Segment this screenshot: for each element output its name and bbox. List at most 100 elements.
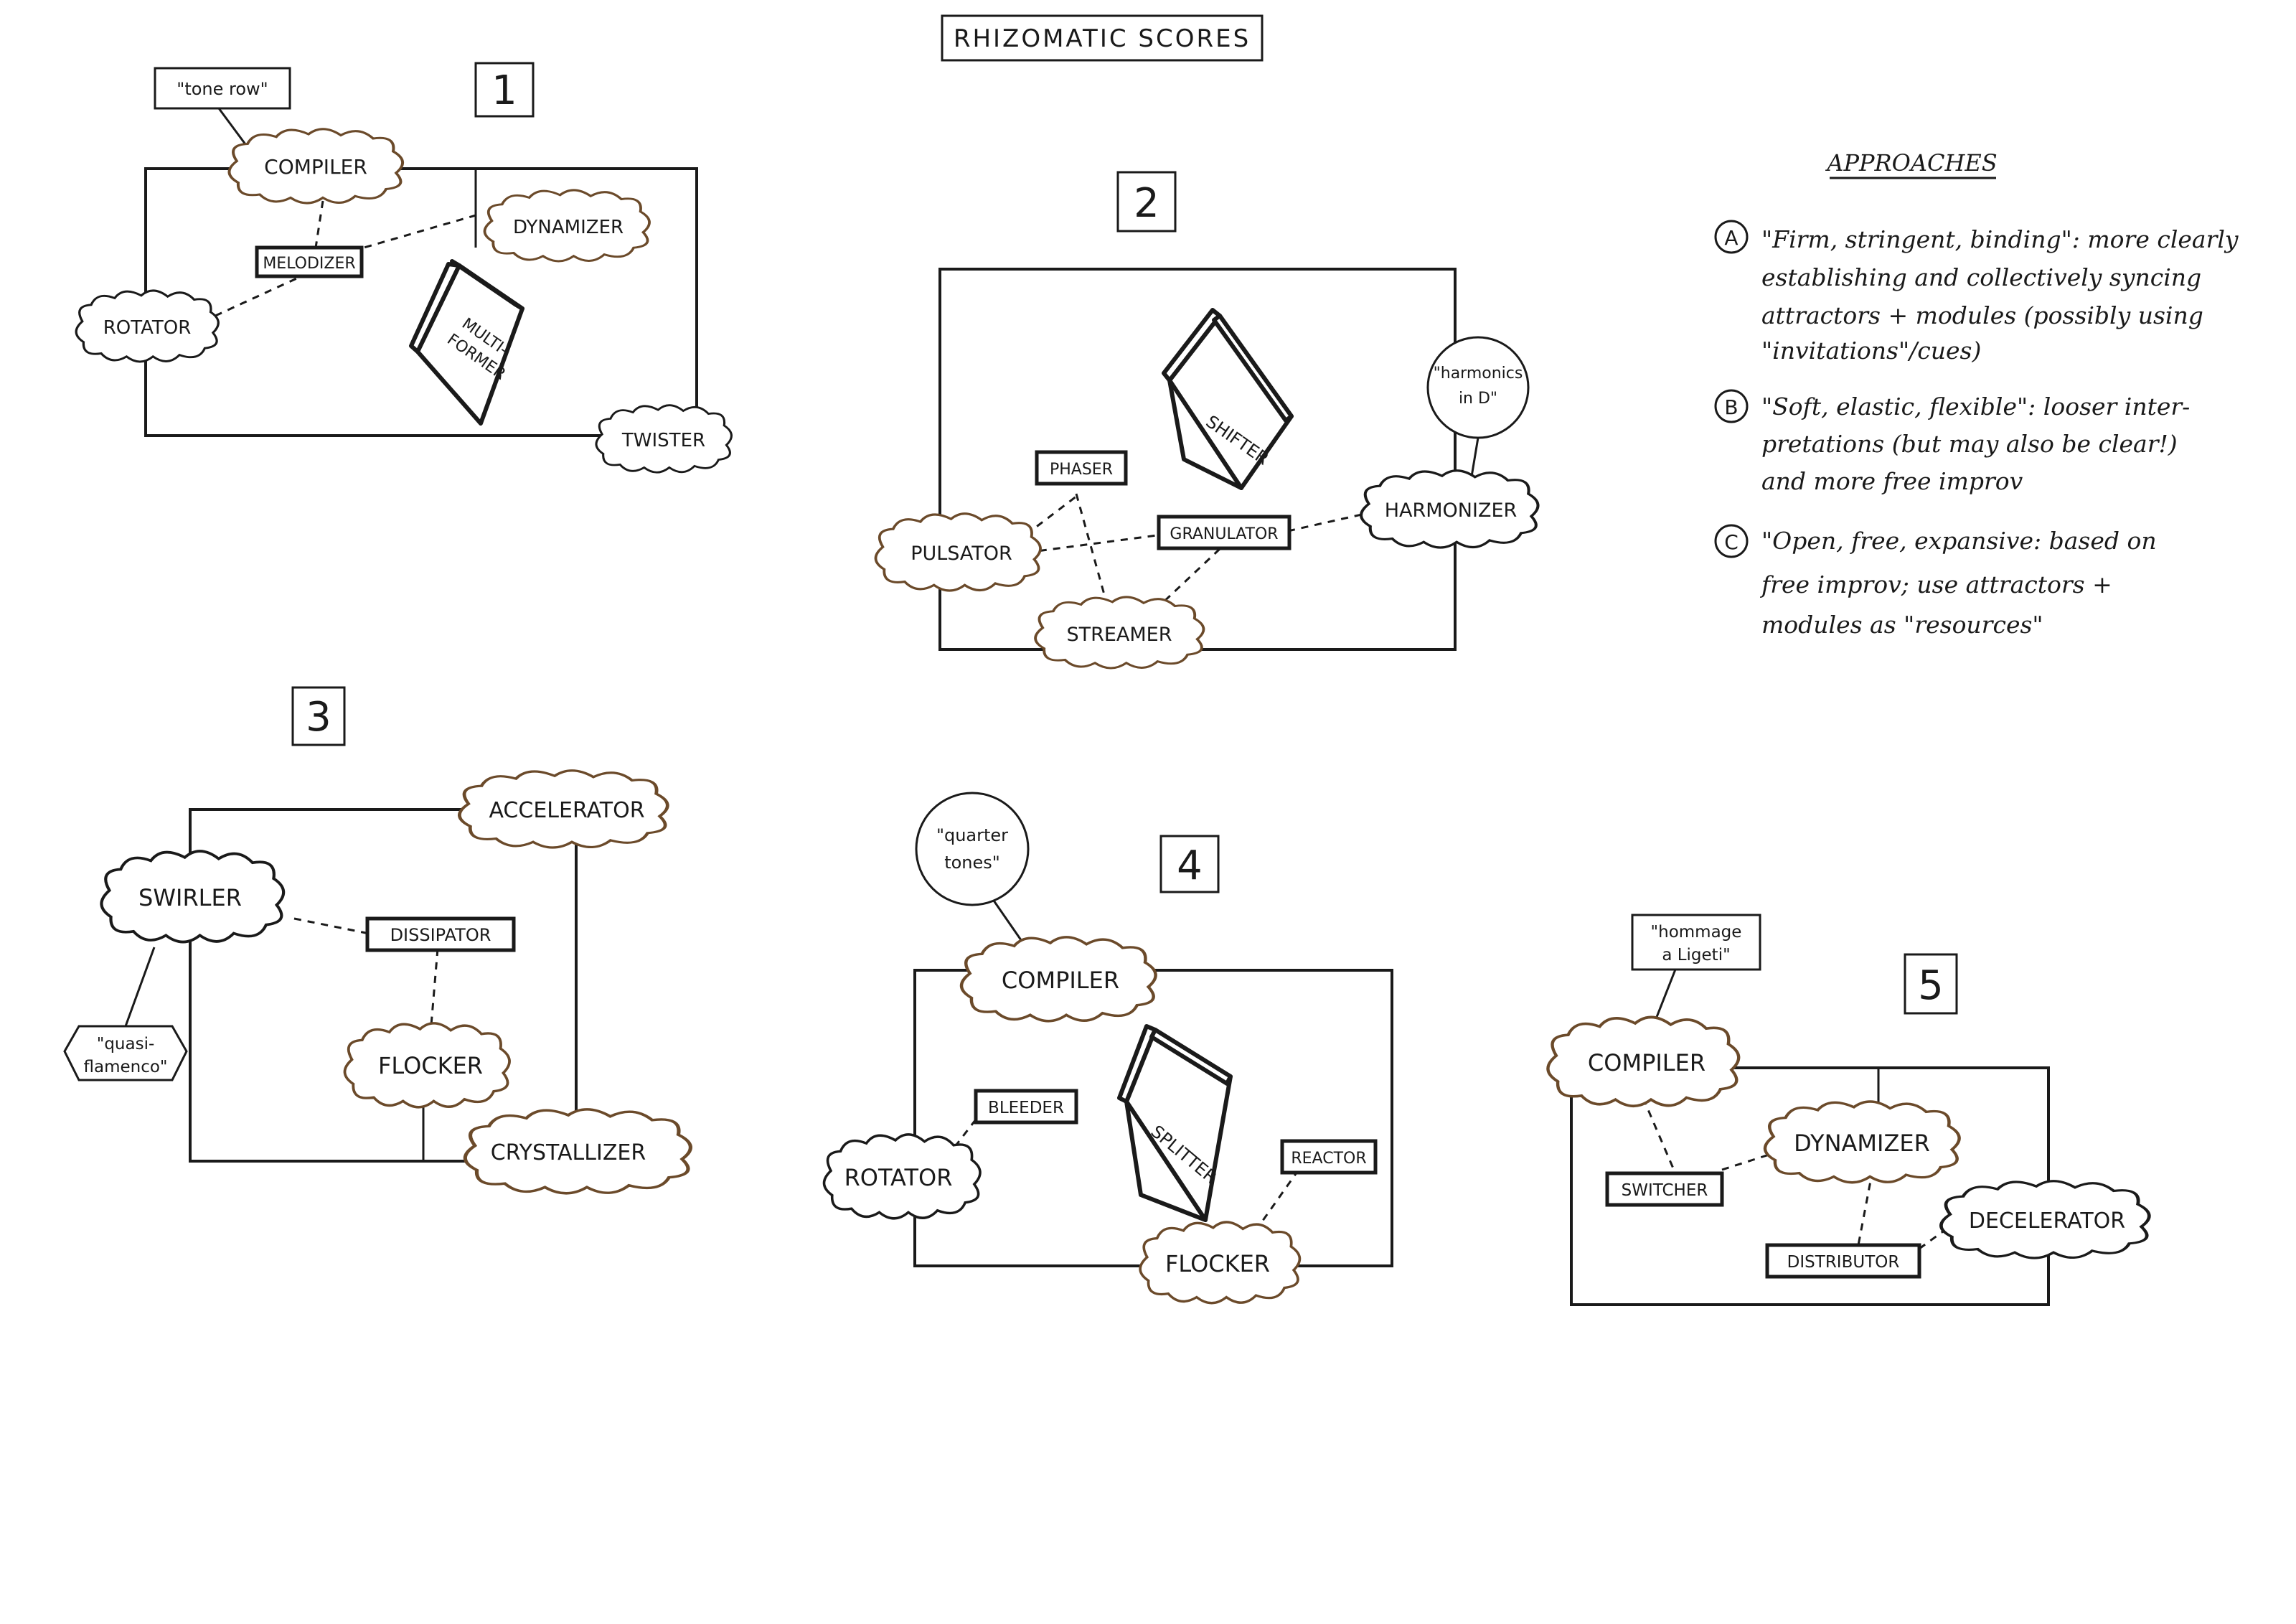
attractor-compiler-label: COMPILER (1588, 1049, 1705, 1076)
connection-line (1157, 548, 1221, 608)
connection-line (429, 948, 439, 1034)
score-number: 1 (491, 67, 517, 114)
attractor-rotator-label: ROTATOR (844, 1164, 953, 1191)
module-box (255, 245, 364, 278)
attractor-flocker-label: FLOCKER (1165, 1250, 1270, 1277)
attractor-pulsator-label: PULSATOR (911, 543, 1012, 565)
attractor-rotator-label: ROTATOR (103, 317, 192, 339)
note-connector (1469, 437, 1479, 482)
score-note-line-1: "quarter (936, 825, 1008, 845)
title-group: RHIZOMATIC SCORES (941, 14, 1264, 62)
attractor-swirler-label: SWIRLER (138, 884, 242, 911)
note-connector (217, 108, 249, 148)
approach-b-line-2: pretations (but may also be clear!) (1761, 430, 2178, 458)
attractor-harmonizer-label: HARMONIZER (1385, 499, 1518, 522)
score-number-box (1116, 171, 1177, 233)
cube: SPLITTER (1117, 1024, 1233, 1222)
connection-line (1287, 510, 1378, 532)
score-5: 5 "hommage a Ligeti" COMPILER DYNAMIZER … (1548, 914, 2149, 1306)
score-note-circle (1426, 336, 1530, 439)
module-box (1605, 1171, 1724, 1207)
score-1: 1 "tone row" COMPILER DYNAMIZER ROTATOR … (75, 62, 733, 474)
approach-c-line-3: modules as "resources" (1761, 611, 2043, 639)
connection-line (1075, 493, 1110, 611)
score-note-box (154, 67, 291, 110)
module-dissipator-label: DISSIPATOR (390, 925, 491, 945)
connection-line (215, 275, 302, 317)
title-box (941, 14, 1264, 62)
approach-a-line-1: "Firm, stringent, binding": more clearly (1761, 225, 2239, 253)
approach-a-line-4: "invitations"/cues) (1761, 337, 1981, 365)
attractor-dynamizer-label: DYNAMIZER (513, 217, 624, 238)
cube: MULTI- FORMER (409, 259, 524, 426)
attractor-flocker-label: FLOCKER (378, 1052, 483, 1079)
attractor-crystallizer-label: CRYSTALLIZER (491, 1140, 646, 1165)
module-box (1035, 450, 1128, 486)
score-number: 2 (1134, 180, 1159, 227)
approach-letter-circle (1714, 524, 1749, 558)
approach-letter-circle (1714, 389, 1749, 423)
module-box (1157, 515, 1292, 550)
score-2: 2 "harmonics in D" PULSATOR STREAMER HAR… (874, 171, 1538, 670)
attractor-streamer-label: STREAMER (1066, 624, 1172, 646)
score-note-circle (915, 792, 1030, 906)
approaches-section: APPROACHES A "Firm, stringent, binding":… (1714, 149, 2239, 639)
approach-a-line-2: establishing and collectively syncing (1761, 263, 2201, 291)
score-note-line-1: "quasi- (97, 1035, 155, 1053)
module-box (1765, 1243, 1921, 1279)
page-title: RHIZOMATIC SCORES (954, 24, 1251, 53)
approach-c-line-1: "Open, free, expansive: based on (1761, 527, 2157, 555)
approach-letter: B (1724, 395, 1738, 419)
score-number-box (1159, 835, 1220, 893)
score-note-line-2: a Ligeti" (1662, 946, 1730, 964)
module-box (365, 916, 516, 952)
approach-letter-circle (1714, 220, 1749, 254)
approach-letter: C (1724, 530, 1739, 554)
score-number-box (1904, 953, 1958, 1015)
module-box (974, 1089, 1078, 1125)
approaches-heading: APPROACHES (1825, 149, 1997, 177)
score-number: 5 (1918, 962, 1944, 1009)
score-number-box (474, 62, 535, 118)
score-number: 4 (1177, 842, 1203, 889)
attractor-compiler-label: COMPILER (1002, 967, 1119, 994)
attractor-accelerator-label: ACCELERATOR (489, 798, 644, 823)
score-4: 4 "quarter tones" COMPILER ROTATOR FLOCK… (822, 792, 1393, 1305)
score-number-box (291, 686, 346, 746)
score-note-box (1631, 914, 1761, 971)
connection-line (1025, 492, 1081, 536)
module-granulator-label: GRANULATOR (1170, 525, 1278, 543)
connection-line (1642, 1097, 1677, 1174)
attractor-decelerator-label: DECELERATOR (1969, 1208, 2125, 1234)
connection-line (1025, 533, 1163, 554)
approach-letter: A (1724, 226, 1738, 250)
attractor-dynamizer-label: DYNAMIZER (1794, 1130, 1930, 1157)
connection-line (293, 917, 367, 934)
module-box (1280, 1139, 1378, 1175)
approach-c-line-2: free improv; use attractors + (1759, 571, 2112, 599)
note-connector (124, 947, 156, 1027)
connection-line (314, 200, 324, 248)
module-melodizer-label: MELODIZER (263, 255, 355, 273)
score-3: 3 "quasi- flamenco" SWIRLER ACCELERATOR … (63, 686, 690, 1193)
module-bleeder-label: BLEEDER (988, 1099, 1064, 1117)
connection-line (351, 212, 481, 253)
module-switcher-label: SWITCHER (1622, 1181, 1708, 1200)
approach-b-line-1: "Soft, elastic, flexible": looser inter- (1761, 393, 2190, 421)
approach-a-line-3: attractors + modules (possibly using (1761, 301, 2203, 329)
module-distributor-label: DISTRIBUTOR (1787, 1253, 1900, 1272)
score-note-line-2: tones" (944, 853, 1000, 873)
attractor-twister-label: TWISTER (621, 430, 705, 451)
score-note-hexagon (63, 1025, 188, 1081)
attractor-compiler-label: COMPILER (264, 155, 367, 179)
score-note-line-1: "hommage (1651, 923, 1742, 942)
score-number: 3 (306, 694, 331, 741)
score-note-line-1: "harmonics (1434, 365, 1523, 382)
score-note-label: "tone row" (177, 79, 268, 99)
cube: SHIFTER (1162, 308, 1294, 490)
score-note-line-2: flamenco" (83, 1058, 167, 1076)
module-reactor-label: REACTOR (1291, 1150, 1366, 1168)
approach-b-line-3: and more free improv (1761, 467, 2023, 495)
score-frame (189, 808, 578, 1163)
